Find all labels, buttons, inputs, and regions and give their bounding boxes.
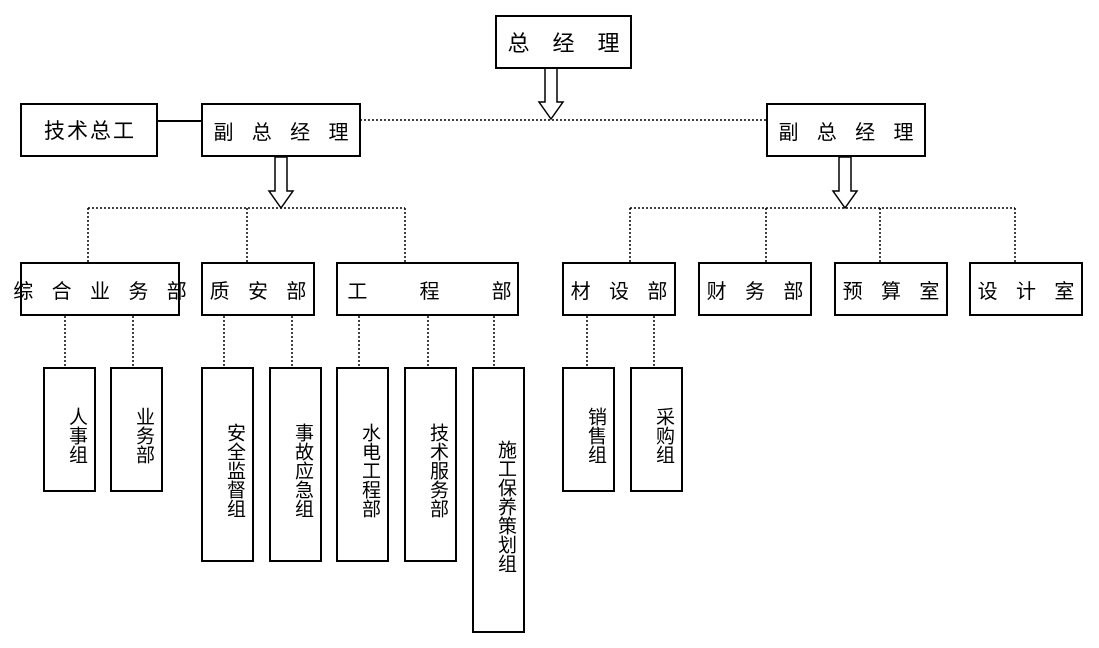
group-tech-service-box: 技术服务部: [404, 367, 457, 562]
chief-engineer-label: 技术总工: [44, 119, 136, 143]
group-hr-box: 人事组: [43, 367, 96, 492]
dept-budget-label: 预 算 室: [842, 278, 946, 303]
group-safety-supervision-box: 安全监督组: [201, 367, 254, 562]
arrow-deputy-left-down: [267, 156, 295, 210]
arrow-deputy-right-down: [831, 156, 859, 210]
general-manager-label: 总 经 理: [507, 32, 628, 57]
general-manager-box: 总 经 理: [495, 15, 632, 69]
group-emergency-box: 事故应急组: [269, 367, 322, 562]
group-sales-box: 销售组: [562, 367, 615, 492]
group-construction-maintenance-box: 施工保养策划组: [472, 367, 525, 633]
dept-design-label: 设 计 室: [977, 278, 1081, 303]
group-hydro-electric-label: 水电工程部: [359, 423, 381, 518]
group-hydro-electric-box: 水电工程部: [336, 367, 389, 562]
dept-quality-safety-box: 质 安 部: [201, 262, 315, 316]
dept-finance-box: 财 务 部: [698, 262, 812, 316]
group-business-box: 业务部: [110, 367, 163, 492]
group-hr-label: 人事组: [66, 407, 88, 464]
group-procurement-label: 采购组: [653, 407, 675, 464]
arrow-general-to-deputy: [537, 67, 565, 121]
group-construction-maintenance-label: 施工保养策划组: [495, 439, 517, 573]
dept-engineering-box: 工 程 部: [336, 262, 519, 316]
dept-engineering-label: 工 程 部: [347, 278, 514, 303]
group-emergency-label: 事故应急组: [292, 423, 314, 518]
deputy-manager-left-box: 副 总 经 理: [201, 103, 361, 157]
dept-budget-box: 预 算 室: [834, 262, 948, 316]
group-tech-service-label: 技术服务部: [427, 423, 449, 518]
group-procurement-box: 采购组: [630, 367, 683, 492]
dept-quality-safety-label: 质 安 部: [209, 278, 313, 303]
deputy-manager-left-label: 副 总 经 理: [213, 119, 355, 144]
group-business-label: 业务部: [133, 407, 155, 464]
dept-finance-label: 财 务 部: [706, 278, 810, 303]
group-sales-label: 销售组: [585, 407, 607, 464]
dept-comprehensive-label: 综 合 业 务 部: [13, 278, 193, 303]
group-safety-supervision-label: 安全监督组: [224, 423, 246, 518]
dept-design-box: 设 计 室: [969, 262, 1083, 316]
dept-materials-box: 材 设 部: [562, 262, 676, 316]
dept-materials-label: 材 设 部: [570, 278, 674, 303]
deputy-manager-right-box: 副 总 经 理: [766, 103, 926, 157]
chief-engineer-box: 技术总工: [20, 103, 158, 157]
deputy-manager-right-label: 副 总 经 理: [778, 119, 920, 144]
dept-comprehensive-box: 综 合 业 务 部: [13, 262, 187, 316]
